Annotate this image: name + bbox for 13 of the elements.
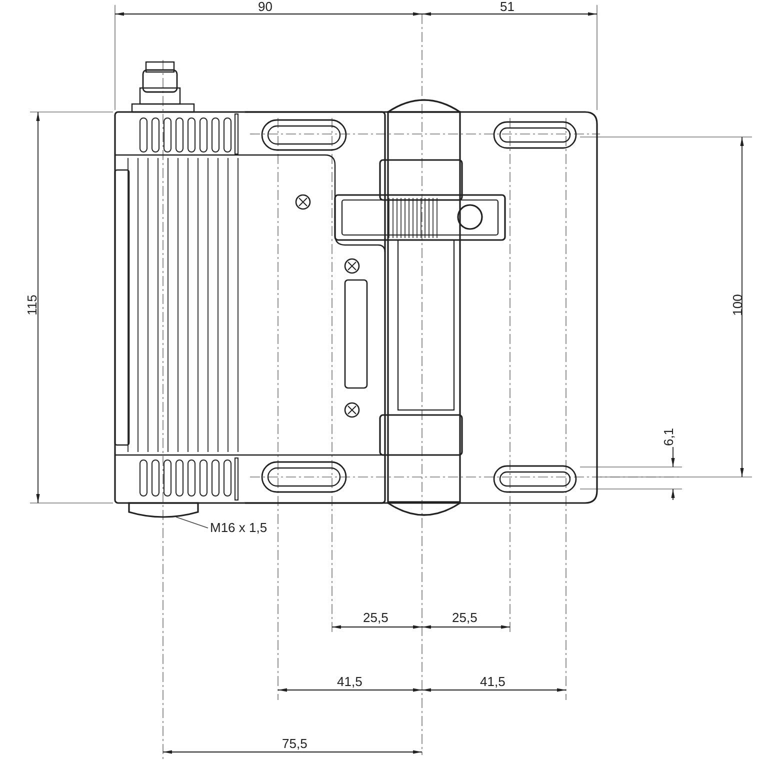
dimension-value: 6,1 (662, 428, 676, 446)
thread-size-label: M16 x 1,5 (210, 521, 268, 535)
dimension-value: 75,5 (282, 737, 308, 751)
dimension-value: 115 (25, 294, 40, 316)
dimension-value: 41,5 (480, 675, 506, 689)
dimension-value: 51 (500, 0, 514, 14)
dimension-value: 41,5 (337, 675, 362, 689)
leader-line (176, 516, 208, 528)
dimension-value: 25,5 (452, 611, 478, 625)
dimension-value: 90 (258, 0, 272, 14)
connector-nut (128, 502, 199, 518)
dimension-value: 25,5 (363, 611, 388, 625)
dimension-value: 100 (730, 294, 745, 316)
